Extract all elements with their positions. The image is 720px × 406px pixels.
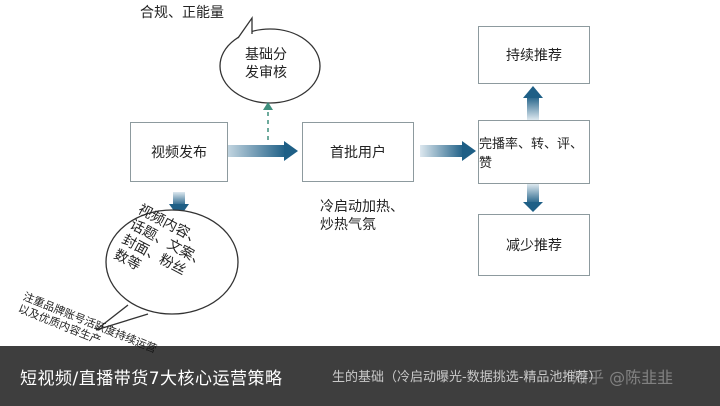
arrow-publish-to-users [218,141,298,161]
review-bubble-line1: 基础分 [245,47,287,63]
caption-banner [0,346,720,406]
banner-title: 短视频/直播带货7大核心运营策略 [20,369,283,389]
node-video-publish: 视频发布 [130,122,228,182]
cold-start-line1: 冷启动加热、 [320,199,404,215]
content-speech-bubble [95,209,239,331]
node-metrics: 完播率、转、评、赞 [478,120,590,184]
review-bubble-line2: 发审核 [245,65,287,81]
banner-subtitle: 生的基础（冷启动曝光-数据挑选-精品池推荐） [332,370,602,385]
node-recommend-less: 减少推荐 [478,214,590,276]
arrow-users-to-metrics [420,141,476,161]
watermark: 知乎 @陈韭韭 [572,368,674,387]
cold-start-line2: 炒热气氛 [320,217,376,233]
arrow-down-recommend-less [523,184,543,212]
arrow-up-recommend-more [523,86,543,120]
compliance-note: 合规、正能量 [140,5,224,21]
dashed-arrow-head [263,102,273,110]
node-recommend-more: 持续推荐 [478,26,590,84]
node-first-users: 首批用户 [302,122,414,182]
review-speech-bubble [219,15,321,104]
